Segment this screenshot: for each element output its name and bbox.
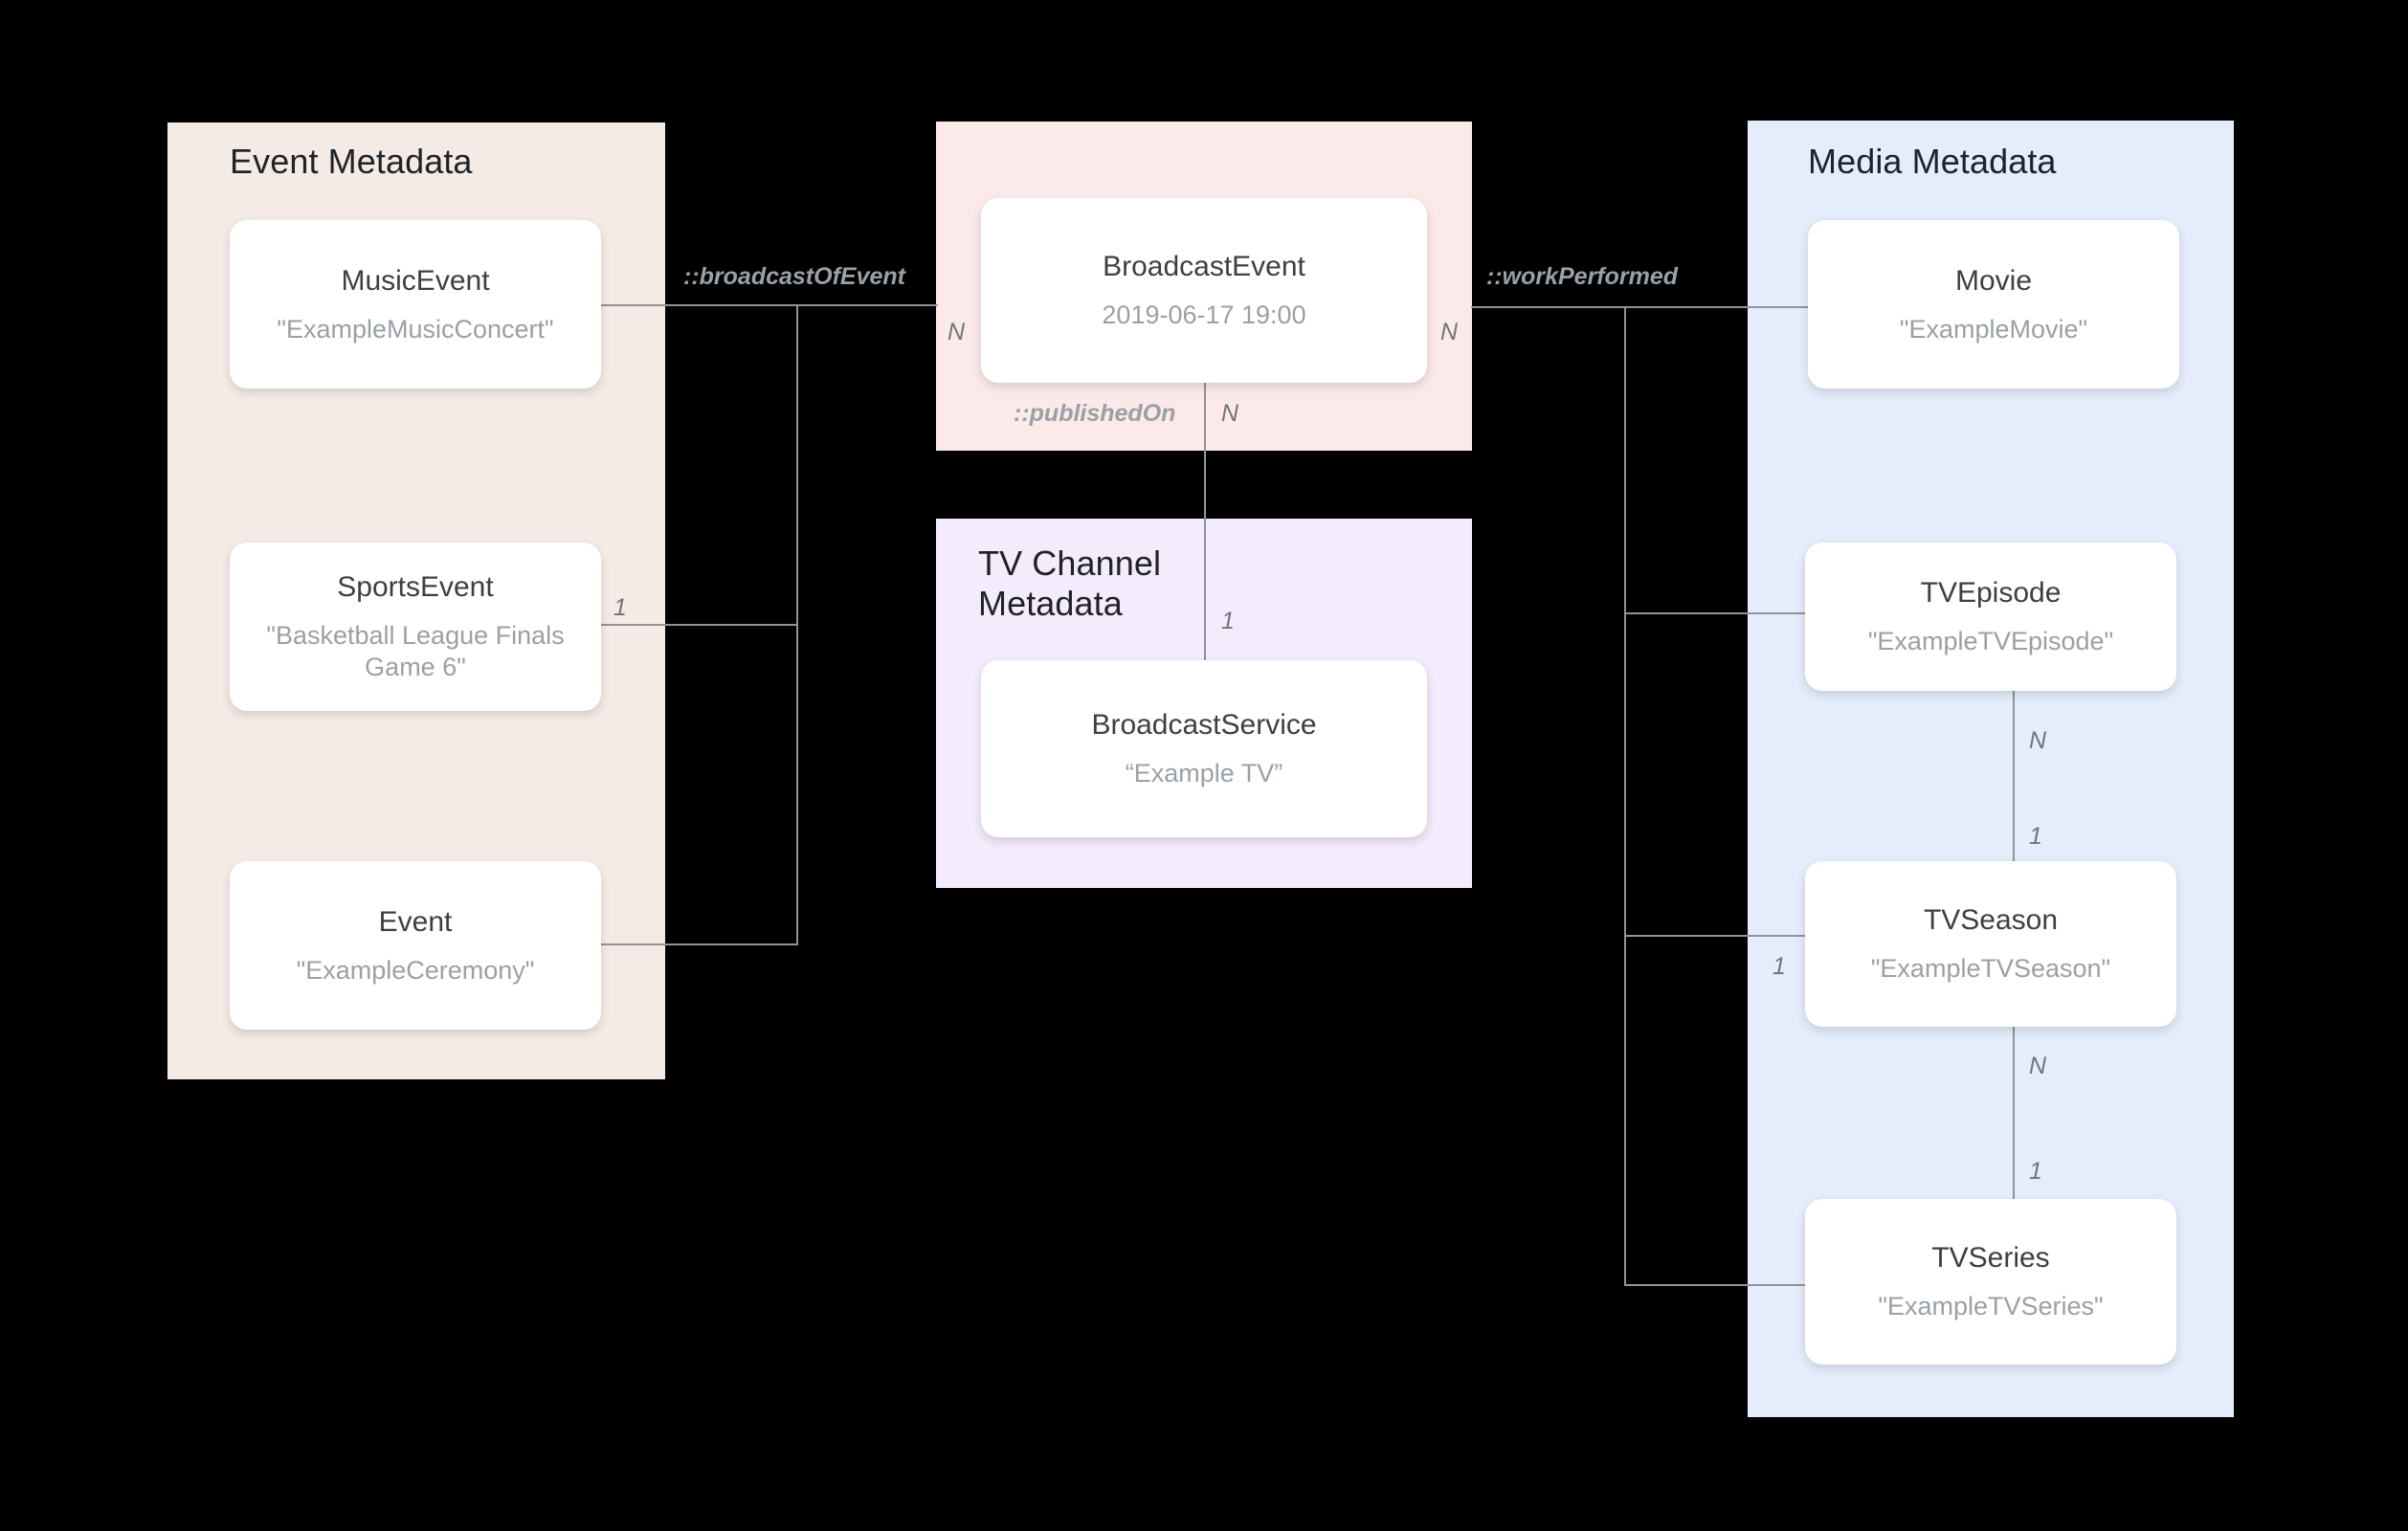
edge-bus-to-tv-episode	[1624, 612, 1808, 614]
relation-label-work-performed: ::workPerformed	[1486, 263, 1679, 290]
node-broadcast-event[interactable]: BroadcastEvent 2019-06-17 19:00	[981, 198, 1427, 383]
edge-bus-to-tv-series	[1624, 1284, 1808, 1286]
panel-tv-channel-metadata-title: TV Channel Metadata	[978, 544, 1162, 624]
node-event-subtitle: "ExampleCeremony"	[296, 955, 535, 985]
node-broadcast-service-subtitle: “Example TV”	[1125, 759, 1283, 788]
node-broadcast-event-subtitle: 2019-06-17 19:00	[1102, 300, 1306, 330]
edge-bus-to-tv-season	[1624, 935, 1808, 937]
cardinality-tv-season-top: 1	[2029, 823, 2042, 850]
node-event[interactable]: Event "ExampleCeremony"	[230, 861, 601, 1030]
node-music-event-title: MusicEvent	[341, 264, 490, 297]
edge-event-to-bus	[600, 943, 798, 945]
cardinality-broadcast-event-right: N	[1440, 319, 1459, 345]
edge-music-event-to-bus	[600, 304, 797, 306]
edge-published-on	[1204, 383, 1206, 660]
panel-media-metadata-title: Media Metadata	[1808, 142, 2057, 181]
edge-broadcast-event-to-movie	[1471, 306, 1808, 308]
cardinality-sports-event-right: 1	[613, 594, 627, 621]
node-sports-event-subtitle: "Basketball League Finals Game 6"	[266, 621, 565, 681]
node-tv-season[interactable]: TVSeason "ExampleTVSeason"	[1805, 861, 2176, 1027]
node-music-event-subtitle: "ExampleMusicConcert"	[277, 314, 554, 344]
cardinality-broadcast-event-bottom: N	[1221, 400, 1239, 427]
node-movie-subtitle: "ExampleMovie"	[1899, 314, 2088, 344]
node-sports-event[interactable]: SportsEvent "Basketball League Finals Ga…	[230, 543, 601, 711]
node-broadcast-service[interactable]: BroadcastService “Example TV”	[981, 660, 1427, 837]
cardinality-broadcast-service-top: 1	[1221, 608, 1235, 634]
node-tv-series[interactable]: TVSeries "ExampleTVSeries"	[1805, 1199, 2176, 1365]
node-tv-season-title: TVSeason	[1923, 904, 2059, 937]
panel-event-metadata-title: Event Metadata	[230, 142, 473, 181]
edge-bus-to-broadcast-event	[796, 304, 938, 306]
edge-left-bus-lower	[796, 624, 798, 943]
cardinality-tv-series-top: 1	[2029, 1158, 2042, 1185]
edge-tv-episode-to-tv-season	[2013, 691, 2015, 897]
node-movie-title: Movie	[1954, 264, 2033, 297]
edge-sports-event-to-bus	[600, 624, 798, 626]
node-movie[interactable]: Movie "ExampleMovie"	[1808, 220, 2179, 388]
node-event-title: Event	[378, 905, 453, 938]
node-tv-series-title: TVSeries	[1931, 1242, 2050, 1275]
edge-left-bus-upper	[796, 304, 798, 624]
cardinality-tv-season-bottom: N	[2029, 1053, 2047, 1079]
cardinality-broadcast-event-left: N	[948, 319, 966, 345]
node-tv-episode-subtitle: "ExampleTVEpisode"	[1867, 627, 2114, 656]
node-tv-season-subtitle: "ExampleTVSeason"	[1870, 954, 2111, 984]
cardinality-tv-season-left: 1	[1773, 953, 1786, 980]
node-tv-episode[interactable]: TVEpisode "ExampleTVEpisode"	[1805, 543, 2176, 691]
edge-tv-season-to-tv-series	[2013, 1027, 2015, 1199]
node-tv-series-subtitle: "ExampleTVSeries"	[1878, 1292, 2104, 1321]
node-sports-event-title: SportsEvent	[337, 571, 494, 604]
relation-label-published-on: ::publishedOn	[1014, 400, 1176, 427]
node-broadcast-service-title: BroadcastService	[1091, 709, 1317, 742]
node-music-event[interactable]: MusicEvent "ExampleMusicConcert"	[230, 220, 601, 388]
edge-right-bus-upper	[1624, 306, 1626, 612]
relation-label-broadcast-of-event: ::broadcastOfEvent	[683, 263, 905, 290]
edge-right-bus-lower	[1624, 935, 1626, 1284]
node-broadcast-event-title: BroadcastEvent	[1103, 251, 1305, 283]
cardinality-tv-episode-bottom: N	[2029, 727, 2047, 754]
edge-right-bus-middle	[1624, 612, 1626, 935]
node-tv-episode-title: TVEpisode	[1920, 577, 2062, 610]
